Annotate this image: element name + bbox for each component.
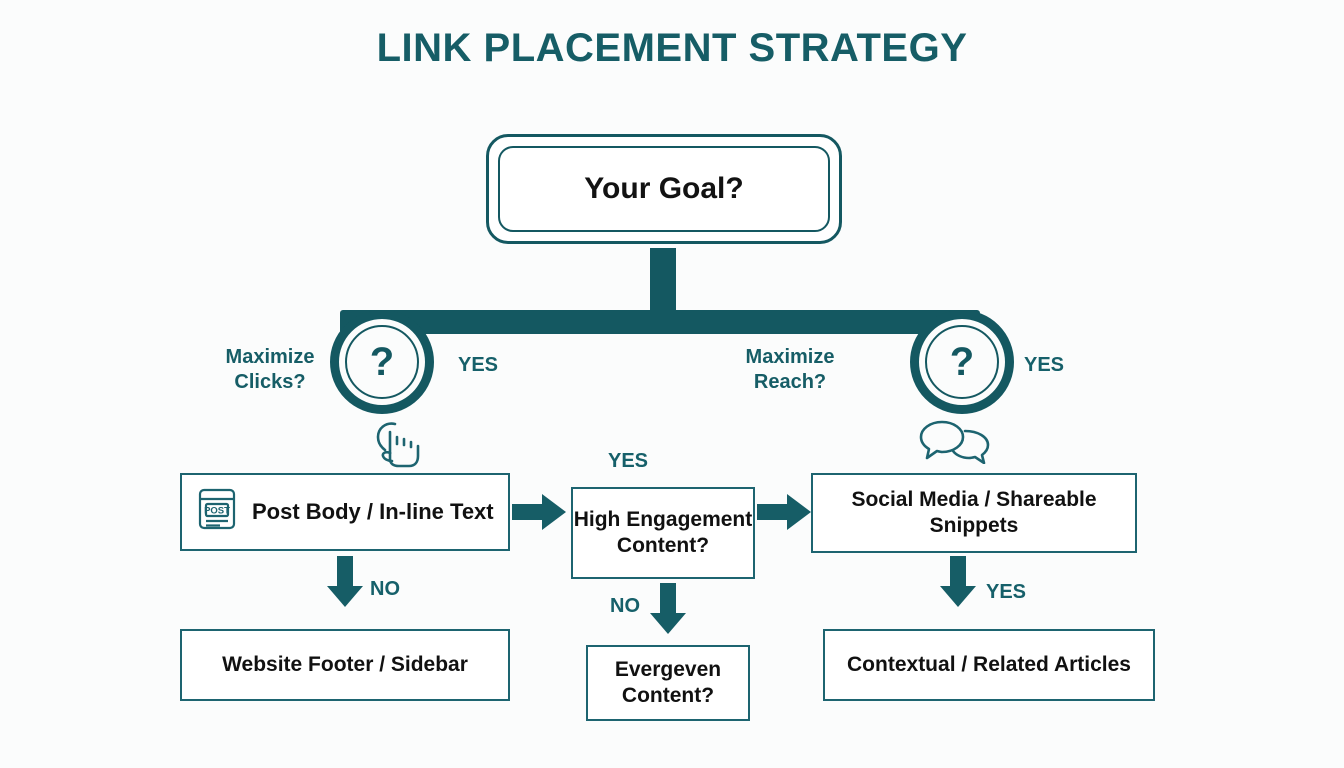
edge-label-no-center: NO (610, 595, 640, 617)
decision-label-maximize-clicks: Maximize Clicks? (200, 345, 340, 395)
connector-trunk-vertical (650, 248, 676, 316)
arrow-right-post-to-engagement (512, 492, 568, 532)
node-contextual-related-articles[interactable]: Contextual / Related Articles (823, 629, 1155, 701)
edge-label-no-left: NO (370, 578, 400, 600)
decision-label-line1: Maximize (225, 346, 315, 368)
node-label-high-engagement-line1: High Engagement (573, 508, 753, 532)
edge-label-yes-bottom-right: YES (986, 581, 1027, 603)
arrow-down-engagement-to-evergeven (648, 583, 688, 635)
node-label-evergeven-line2: Content? (621, 684, 715, 707)
node-label-post-body: Post Body / In-line Text (252, 498, 494, 524)
edge-label-yes-left: YES (458, 354, 499, 376)
arrow-down-post-to-footer (325, 556, 365, 608)
decision-circle-maximize-clicks[interactable]: ? (330, 310, 434, 414)
node-evergeven-content[interactable]: Evergeven Content? (586, 645, 750, 721)
connector-bus-horizontal (340, 310, 980, 334)
post-document-icon: POST (196, 486, 238, 538)
root-node-label: Your Goal? (584, 172, 744, 205)
node-website-footer-sidebar[interactable]: Website Footer / Sidebar (180, 629, 510, 701)
edge-label-yes-center: YES (608, 450, 649, 472)
node-label-website-footer: Website Footer / Sidebar (222, 653, 468, 677)
question-mark-icon: ? (925, 325, 999, 399)
node-high-engagement-content[interactable]: High Engagement Content? (571, 487, 755, 579)
node-post-body[interactable]: POST Post Body / In-line Text (180, 473, 510, 551)
decision-label-maximize-reach: Maximize Reach? (716, 345, 864, 395)
root-node-your-goal[interactable]: Your Goal? (486, 134, 842, 244)
node-label-high-engagement-line2: Content? (616, 534, 710, 557)
edge-label-yes-right: YES (1024, 354, 1065, 376)
speech-bubbles-icon (918, 420, 998, 469)
decision-label-line2: Reach? (753, 371, 827, 393)
node-label-social-media-line2: Snippets (929, 514, 1019, 537)
hand-pointer-icon (366, 418, 428, 473)
node-label-contextual: Contextual / Related Articles (847, 653, 1131, 677)
question-mark-icon: ? (345, 325, 419, 399)
decision-circle-maximize-reach[interactable]: ? (910, 310, 1014, 414)
decision-label-line2: Clicks? (234, 371, 306, 393)
decision-label-line1: Maximize (745, 346, 835, 368)
root-node-inner-border: Your Goal? (498, 146, 830, 232)
arrow-right-engagement-to-social (757, 492, 813, 532)
arrow-down-social-to-contextual (938, 556, 978, 608)
svg-text:POST: POST (204, 506, 230, 517)
node-social-media-snippets[interactable]: Social Media / Shareable Snippets (811, 473, 1137, 553)
node-label-social-media-line1: Social Media / Shareable (851, 488, 1097, 512)
node-label-evergeven-line1: Evergeven (614, 658, 722, 682)
page-title: LINK PLACEMENT STRATEGY (376, 26, 968, 70)
